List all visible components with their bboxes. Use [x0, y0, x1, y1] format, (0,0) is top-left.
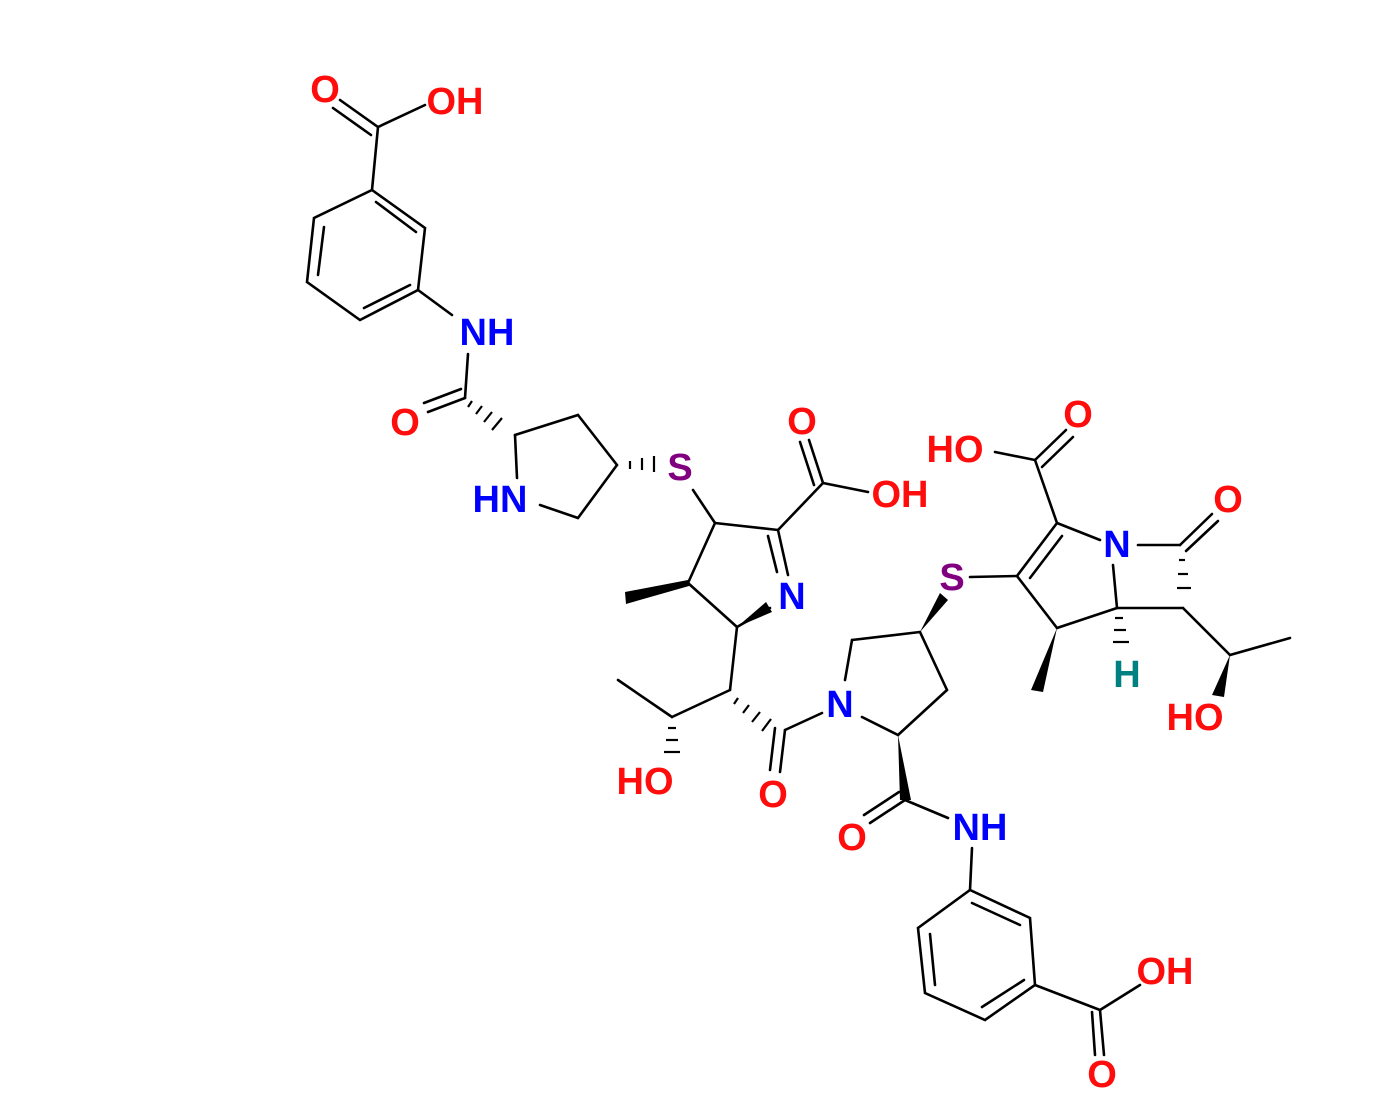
amine-label: HN: [473, 479, 528, 521]
hydrogen-label: H: [1113, 654, 1140, 696]
nitrogen-label: N: [778, 576, 805, 618]
oxygen-label: O: [1087, 1054, 1117, 1096]
hydroxyl-label: HO: [1167, 697, 1224, 739]
nitrogen-label: N: [826, 684, 853, 726]
sulfur-label: S: [939, 557, 964, 599]
oxygen-label: O: [837, 817, 867, 859]
hydroxyl-label: HO: [617, 761, 674, 803]
oxygen-label: O: [310, 69, 340, 111]
oxygen-label: O: [1213, 479, 1243, 521]
hydroxyl-label: OH: [427, 81, 484, 123]
hydroxyl-label: HO: [927, 429, 984, 471]
oxygen-label: O: [787, 401, 817, 443]
oxygen-label: O: [390, 402, 420, 444]
oxygen-label: O: [758, 774, 788, 816]
hydroxyl-label: OH: [1137, 951, 1194, 993]
hydroxyl-label: OH: [872, 474, 929, 516]
amine-label: NH: [460, 312, 515, 354]
bonds: [305, 98, 1292, 1057]
sulfur-label: S: [667, 447, 692, 489]
nitrogen-label: N: [1103, 524, 1130, 566]
oxygen-label: O: [1063, 394, 1093, 436]
amine-label: NH: [953, 807, 1008, 849]
atom-labels: O OH NH O HN S O OH N HO O N S O NH OH O…: [310, 69, 1243, 1096]
